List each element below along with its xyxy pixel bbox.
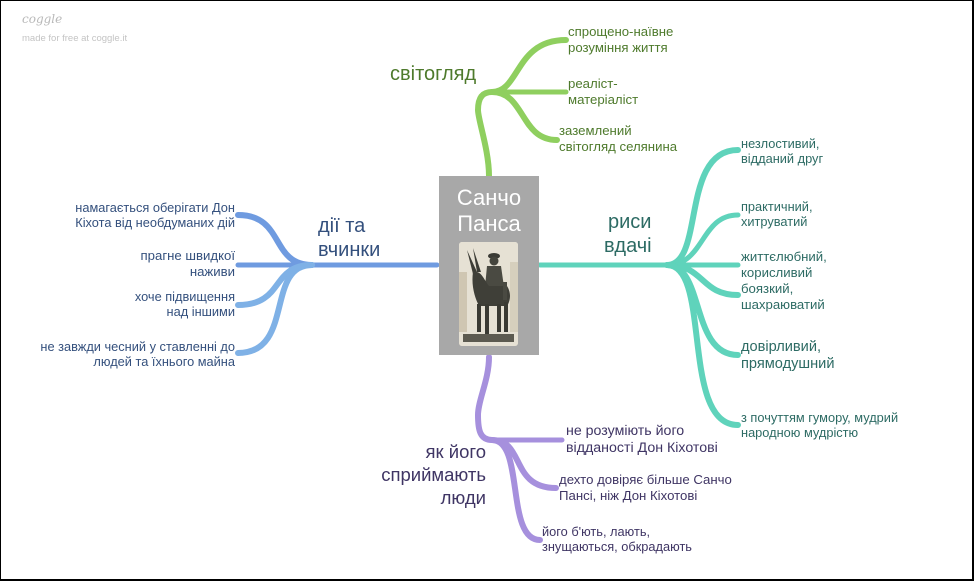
link-worldview-child-3[interactable]	[489, 89, 560, 143]
worldview-child-3[interactable]: заземлений світогляд селянина	[559, 123, 678, 154]
actions-child-1[interactable]: намагається оберігати Дон Кіхота від нео…	[75, 200, 235, 231]
traits-child-1[interactable]: незлостивий, відданий друг	[741, 136, 824, 167]
coggle-logo[interactable]: coggle	[22, 12, 63, 26]
traits-child-3[interactable]: життєлюбний, корисливий	[741, 249, 827, 280]
link-actions-child-3[interactable]	[235, 262, 315, 308]
actions-child-3[interactable]: хоче підвищення над іншими	[134, 289, 235, 320]
link-worldview-child-1[interactable]	[489, 37, 569, 95]
traits-child-5[interactable]: довірливий, прямодушний	[741, 339, 835, 373]
central-node[interactable]: Санчо Панса	[439, 176, 539, 355]
actions-child-2[interactable]: прагне швидкої наживи	[140, 248, 235, 279]
link-perception-child-3[interactable]	[489, 437, 543, 543]
branch-worldview-label[interactable]: світогляд	[390, 63, 477, 85]
link-traits-child-1[interactable]	[664, 147, 741, 268]
perception-child-3[interactable]: його б'ють, лають, знущаються, обкрадают…	[542, 524, 692, 555]
traits-child-6[interactable]: з почуттям гумору, мудрий народною мудрі…	[741, 410, 899, 441]
traits-child-2[interactable]: практичний, хитруватий	[741, 199, 813, 230]
perception-child-1[interactable]: не розуміють його відданості Дон Кіхотов…	[566, 423, 718, 456]
actions-child-4[interactable]: не завжди чесний у ставленні до людей та…	[40, 339, 235, 370]
link-actions-child-1[interactable]	[235, 212, 315, 268]
branch-perception-label[interactable]: як його сприймають люди	[381, 441, 486, 508]
link-center-worldview[interactable]	[474, 89, 495, 179]
link-actions-child-4[interactable]	[235, 262, 315, 356]
perception-child-2[interactable]: дехто довіряє більше Санчо Пансі, ніж До…	[559, 472, 732, 503]
link-center-perception[interactable]	[474, 354, 495, 443]
branch-traits-label[interactable]: риси вдачі	[604, 211, 652, 258]
central-node-title: Санчо Панса	[456, 185, 522, 237]
branch-actions-label[interactable]: дії та вчинки	[318, 215, 381, 262]
link-traits-child-6[interactable]	[664, 262, 741, 428]
sancho-panza-statue-image	[459, 242, 518, 346]
traits-child-4[interactable]: боязкий, шахраюватий	[741, 281, 825, 312]
statue-illustration	[459, 242, 518, 346]
watermark-text[interactable]: made for free at coggle.it	[22, 33, 128, 44]
worldview-child-2[interactable]: реаліст- матеріаліст	[568, 76, 639, 107]
worldview-child-1[interactable]: спрощено-наївне розуміння життя	[568, 24, 674, 55]
